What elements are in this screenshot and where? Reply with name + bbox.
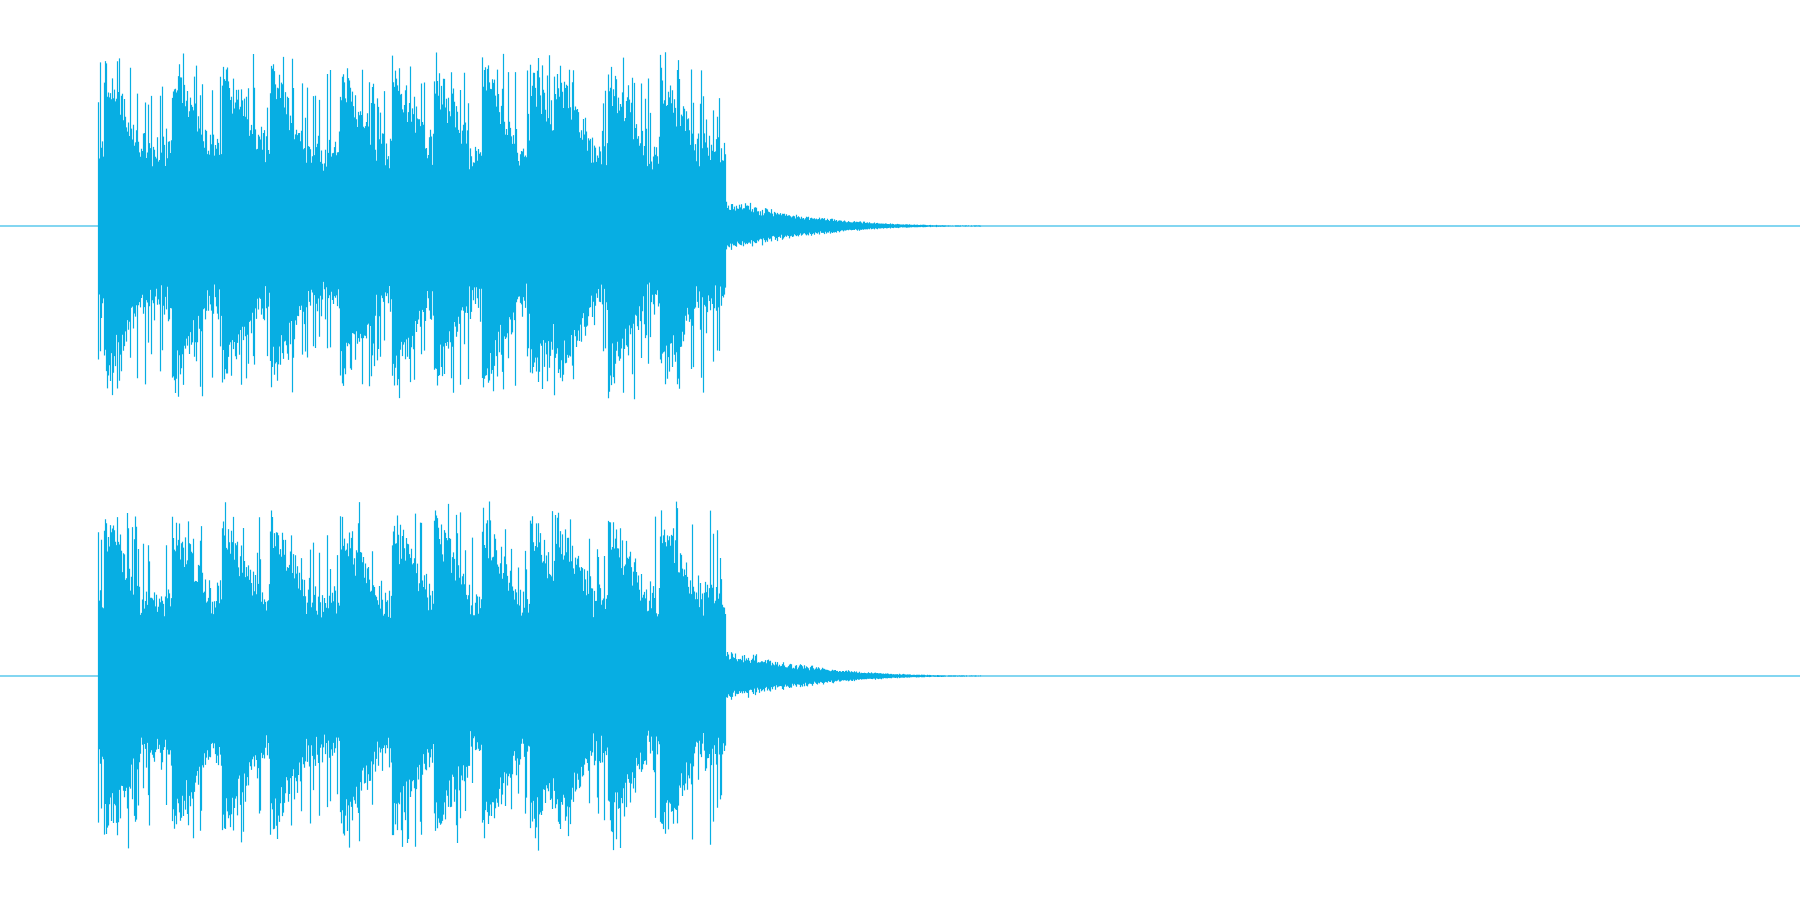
waveform-channel-top — [0, 52, 1800, 400]
waveform-channel-bottom — [0, 501, 1800, 851]
waveform-envelope-top — [97, 52, 982, 400]
waveform-envelope-bottom — [97, 501, 982, 851]
